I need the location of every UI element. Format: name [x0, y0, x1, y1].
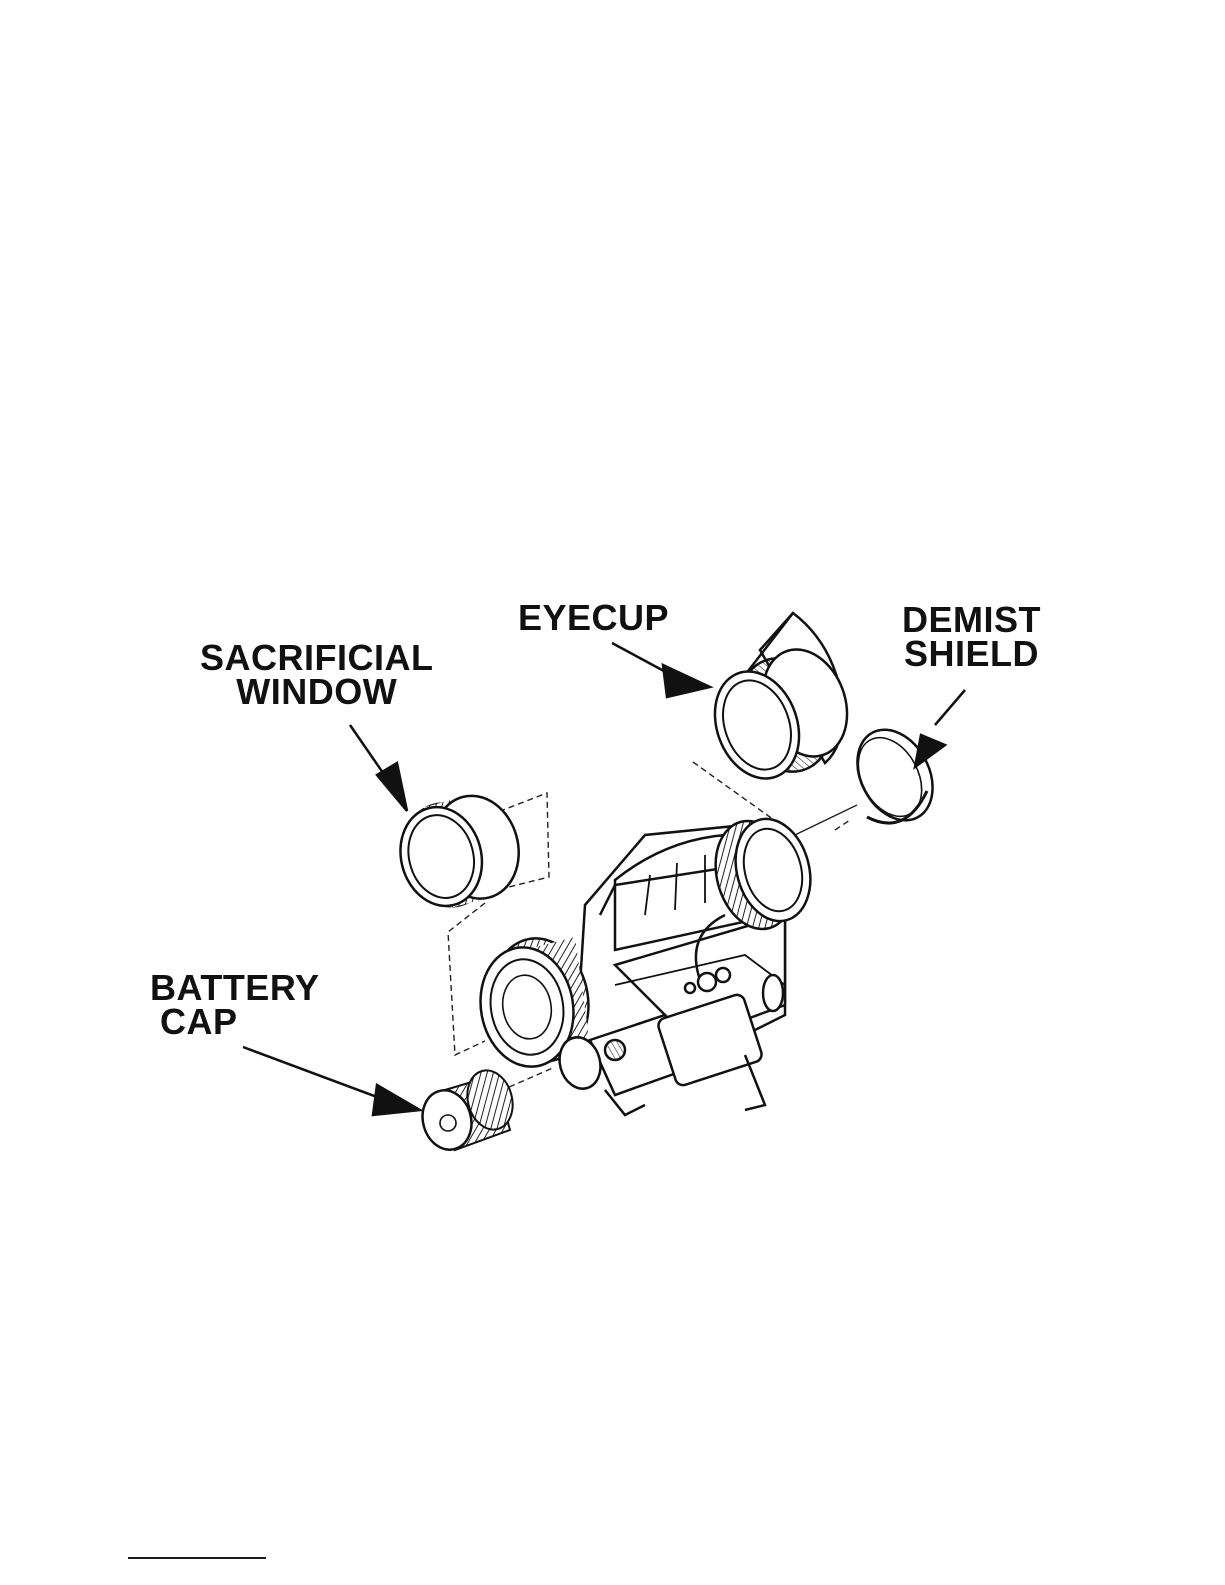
eyecup-part [701, 613, 862, 790]
battery-cap-label-line2: CAP [150, 1005, 320, 1039]
sacrificial-window-label-line1: SACRIFICIAL [200, 641, 434, 675]
sacrificial-window-label-line2: WINDOW [200, 675, 434, 709]
demist-shield-label-line1: DEMIST [902, 603, 1041, 637]
battery-cap-part [416, 1065, 519, 1155]
footnote-separator [128, 1557, 266, 1559]
eyecup-label: EYECUP [518, 601, 669, 635]
monocular-body [471, 810, 821, 1115]
sacrificial-window-part [389, 786, 530, 917]
demist-shield-part [842, 717, 947, 834]
battery-cap-label: BATTERY CAP [150, 971, 320, 1039]
exploded-view-figure: SACRIFICIAL WINDOW EYECUP DEMIST SHIELD … [145, 585, 1070, 1155]
demist-shield-label-line2: SHIELD [902, 637, 1041, 671]
demist-shield-label: DEMIST SHIELD [902, 603, 1041, 671]
eyecup-label-text: EYECUP [518, 601, 669, 635]
sacrificial-window-label: SACRIFICIAL WINDOW [200, 641, 434, 709]
battery-cap-label-line1: BATTERY [150, 971, 320, 1005]
